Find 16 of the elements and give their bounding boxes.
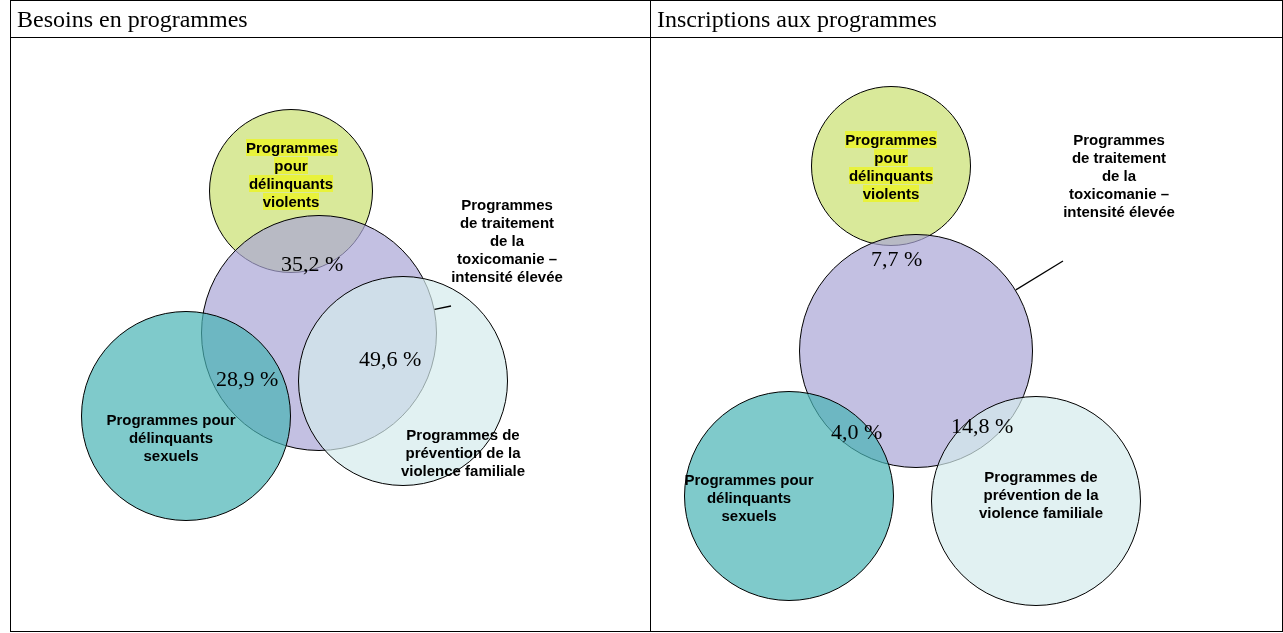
leader-line	[433, 305, 452, 310]
circle-label: Programmes pour délinquants sexuels	[106, 411, 236, 465]
table-cell	[10, 0, 651, 632]
percentage-label: 7,7 %	[871, 246, 923, 272]
circle-label: Programmes pour délinquants sexuels	[684, 471, 814, 525]
percentage-label: 28,9 %	[216, 366, 279, 392]
percentage-label: 49,6 %	[359, 346, 422, 372]
set-label: Programmes de traitement de la toxicomanie – intensité élevée	[1063, 131, 1175, 261]
panel-heading: Inscriptions aux programmes	[651, 1, 1282, 38]
circle-label: Programmes de prévention de la violence familiale	[977, 468, 1105, 522]
circle-label: Programmes de prévention de la violence familiale	[399, 426, 527, 480]
panel-heading: Besoins en programmes	[11, 1, 650, 38]
leader-line	[1015, 260, 1064, 291]
percentage-label: 35,2 %	[281, 251, 344, 277]
table-cell	[650, 0, 1283, 632]
set-label: Programmes de traitement de la toxicomanie – intensité élevée	[451, 196, 563, 306]
